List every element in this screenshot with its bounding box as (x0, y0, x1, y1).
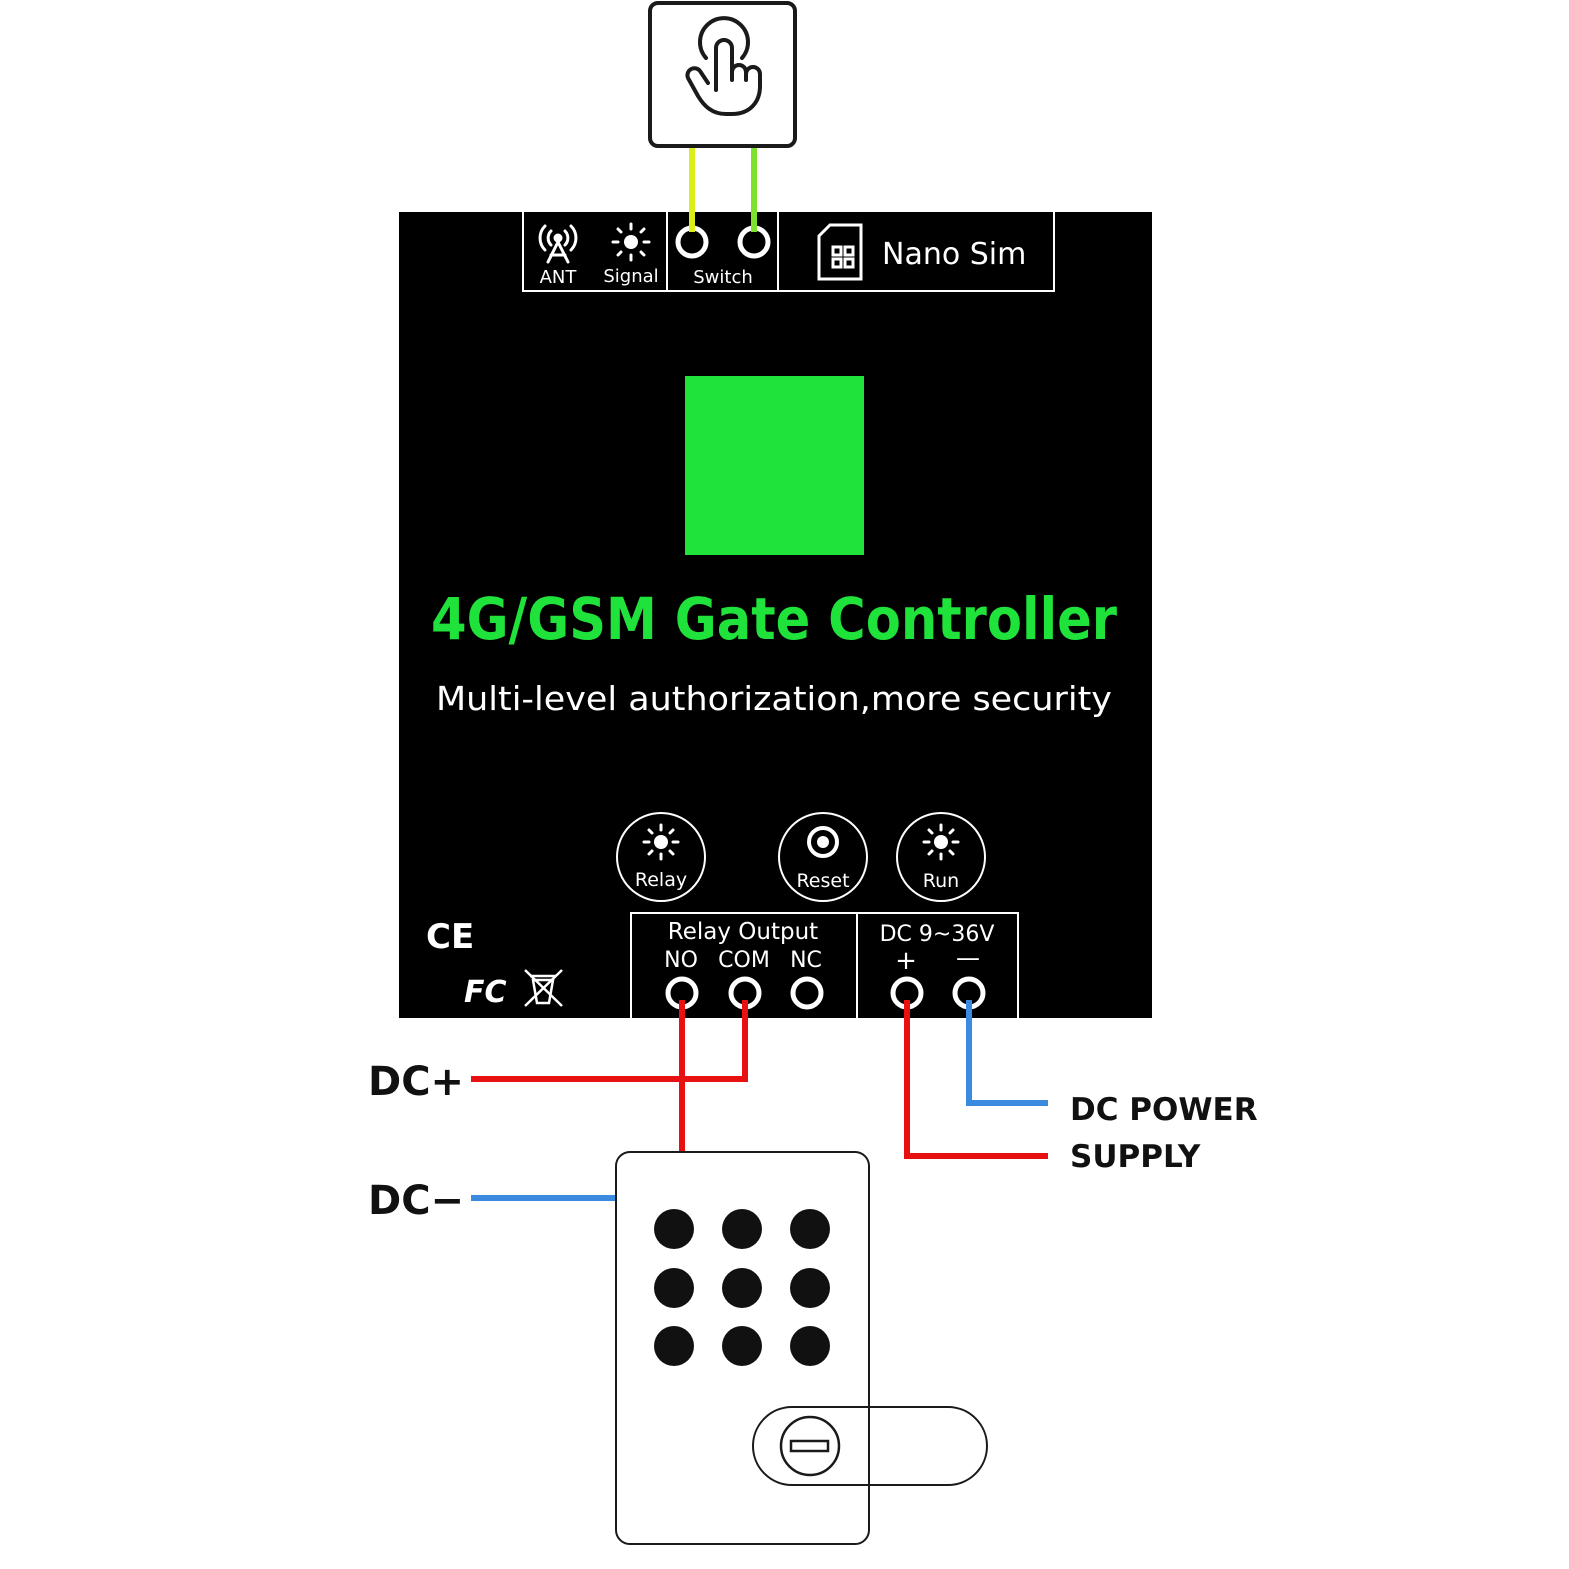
dc-minus-label: DC− (368, 1178, 464, 1224)
switch-label: Switch (693, 267, 753, 288)
keypad-key[interactable] (790, 1326, 830, 1366)
run-label: Run (923, 870, 959, 892)
dc-power-label: DC POWER (1070, 1092, 1258, 1128)
keypad-key[interactable] (722, 1209, 762, 1249)
bottom-terminal-strip: Relay Output NO COM NC DC 9~36V + — (630, 912, 1019, 1018)
antenna-icon (538, 224, 578, 264)
touch-button-icon (685, 16, 762, 116)
reset-button-icon (807, 826, 839, 858)
dc-plus-label: DC+ (368, 1059, 464, 1105)
no-label: NO (664, 948, 698, 973)
com-label: COM (718, 948, 770, 973)
switch-terminal-1[interactable] (675, 225, 709, 259)
relay-output-label: Relay Output (668, 919, 818, 945)
keypad-key[interactable] (654, 1209, 694, 1249)
touch-switch[interactable] (648, 1, 797, 148)
keypad-key[interactable] (722, 1268, 762, 1308)
relay-label: Relay (635, 869, 687, 891)
dc-plus-sign: + (895, 946, 917, 976)
weee-icon (524, 969, 563, 1007)
nc-label: NC (790, 948, 822, 973)
switch-terminal-2[interactable] (737, 225, 771, 259)
lock-latch (752, 1406, 988, 1486)
ce-mark: CE (426, 917, 474, 957)
keypad-key[interactable] (654, 1268, 694, 1308)
supply-label: SUPPLY (1070, 1139, 1201, 1175)
keypad-lock (615, 1151, 988, 1545)
reset-label: Reset (796, 870, 849, 892)
power-minus-wire-blue (966, 993, 1048, 1106)
relay-indicator: Relay (616, 812, 706, 902)
relay-led-icon (642, 823, 680, 861)
device-subtitle: Multi-level authorization,more security (436, 679, 1112, 718)
lock-icon[interactable] (779, 1415, 841, 1477)
signal-led-icon (611, 222, 651, 262)
wires (471, 148, 1048, 1201)
com-wire-red (471, 993, 748, 1082)
keypad-key[interactable] (722, 1326, 762, 1366)
keypad-key[interactable] (790, 1209, 830, 1249)
sim-card-icon (817, 223, 863, 281)
reset-indicator[interactable]: Reset (778, 812, 868, 902)
keypad-key[interactable] (790, 1268, 830, 1308)
run-led-icon (922, 823, 960, 861)
status-display (685, 376, 864, 555)
nc-terminal[interactable] (790, 976, 824, 1010)
nano-sim-label: Nano Sim (882, 237, 1026, 272)
controller-panel (399, 212, 1152, 1018)
device-title: 4G/GSM Gate Controller (431, 585, 1117, 653)
signal-label: Signal (603, 266, 658, 287)
top-strip: ANT Signal Switch Nano Sim (522, 212, 1055, 292)
power-plus-wire-red (904, 993, 1048, 1159)
fc-mark: FC (464, 975, 507, 1010)
dc-input-label: DC 9~36V (880, 922, 995, 947)
run-indicator: Run (896, 812, 986, 902)
keypad-key[interactable] (654, 1326, 694, 1366)
keypad-icon (654, 1209, 830, 1366)
ant-label: ANT (540, 267, 578, 288)
dc-minus-sign: — (956, 944, 980, 972)
